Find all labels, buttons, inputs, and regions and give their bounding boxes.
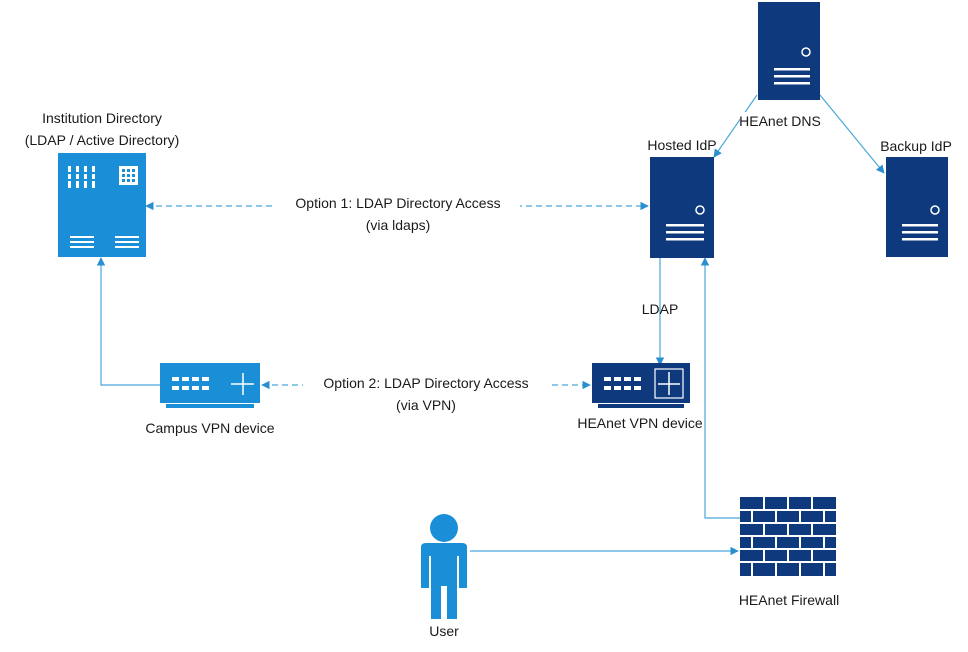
user-label: User — [429, 623, 459, 639]
hosted-idp[interactable]: Hosted IdP — [647, 137, 717, 258]
ldap-label: LDAP — [642, 301, 679, 317]
heanet-vpn-label: HEAnet VPN device — [577, 415, 702, 431]
backup-idp-label: Backup IdP — [880, 138, 952, 154]
connectors — [96, 94, 885, 556]
vpn-router-icon — [592, 363, 690, 408]
institution-directory-label-line2: (LDAP / Active Directory) — [25, 132, 180, 148]
backup-idp[interactable]: Backup IdP — [880, 138, 952, 257]
institution-directory[interactable]: Institution Directory (LDAP / Active Dir… — [25, 110, 180, 257]
dns-to-backup-connector — [819, 94, 885, 174]
heanet-dns-label: HEAnet DNS — [739, 113, 821, 129]
dns-to-hosted-connector — [713, 94, 758, 158]
server-tower-icon — [886, 157, 948, 257]
heanet-vpn-device[interactable]: HEAnet VPN device — [577, 363, 703, 431]
user[interactable]: User — [421, 514, 467, 639]
campus-vpn-to-directory-connector — [96, 257, 160, 386]
campus-vpn-device[interactable]: Campus VPN device — [145, 363, 275, 436]
server-tower-icon — [758, 2, 820, 100]
firewall-icon — [740, 497, 836, 576]
option1-label-line1: Option 1: LDAP Directory Access — [295, 195, 500, 211]
heanet-dns[interactable]: HEAnet DNS — [739, 2, 821, 129]
campus-vpn-label: Campus VPN device — [145, 420, 274, 436]
firewall-to-idp-connector — [700, 257, 740, 519]
vpn-router-icon — [160, 363, 260, 408]
server-tower-icon — [650, 157, 714, 258]
option2-label-line1: Option 2: LDAP Directory Access — [323, 375, 528, 391]
heanet-firewall-label: HEAnet Firewall — [739, 592, 839, 608]
institution-directory-label-line1: Institution Directory — [42, 110, 162, 126]
option1-label-line2: (via ldaps) — [366, 217, 431, 233]
hosted-idp-label: Hosted IdP — [647, 137, 716, 153]
option2-label-line2: (via VPN) — [396, 397, 456, 413]
directory-server-icon — [58, 153, 146, 257]
heanet-firewall[interactable]: HEAnet Firewall — [739, 497, 839, 608]
user-icon — [421, 514, 467, 619]
